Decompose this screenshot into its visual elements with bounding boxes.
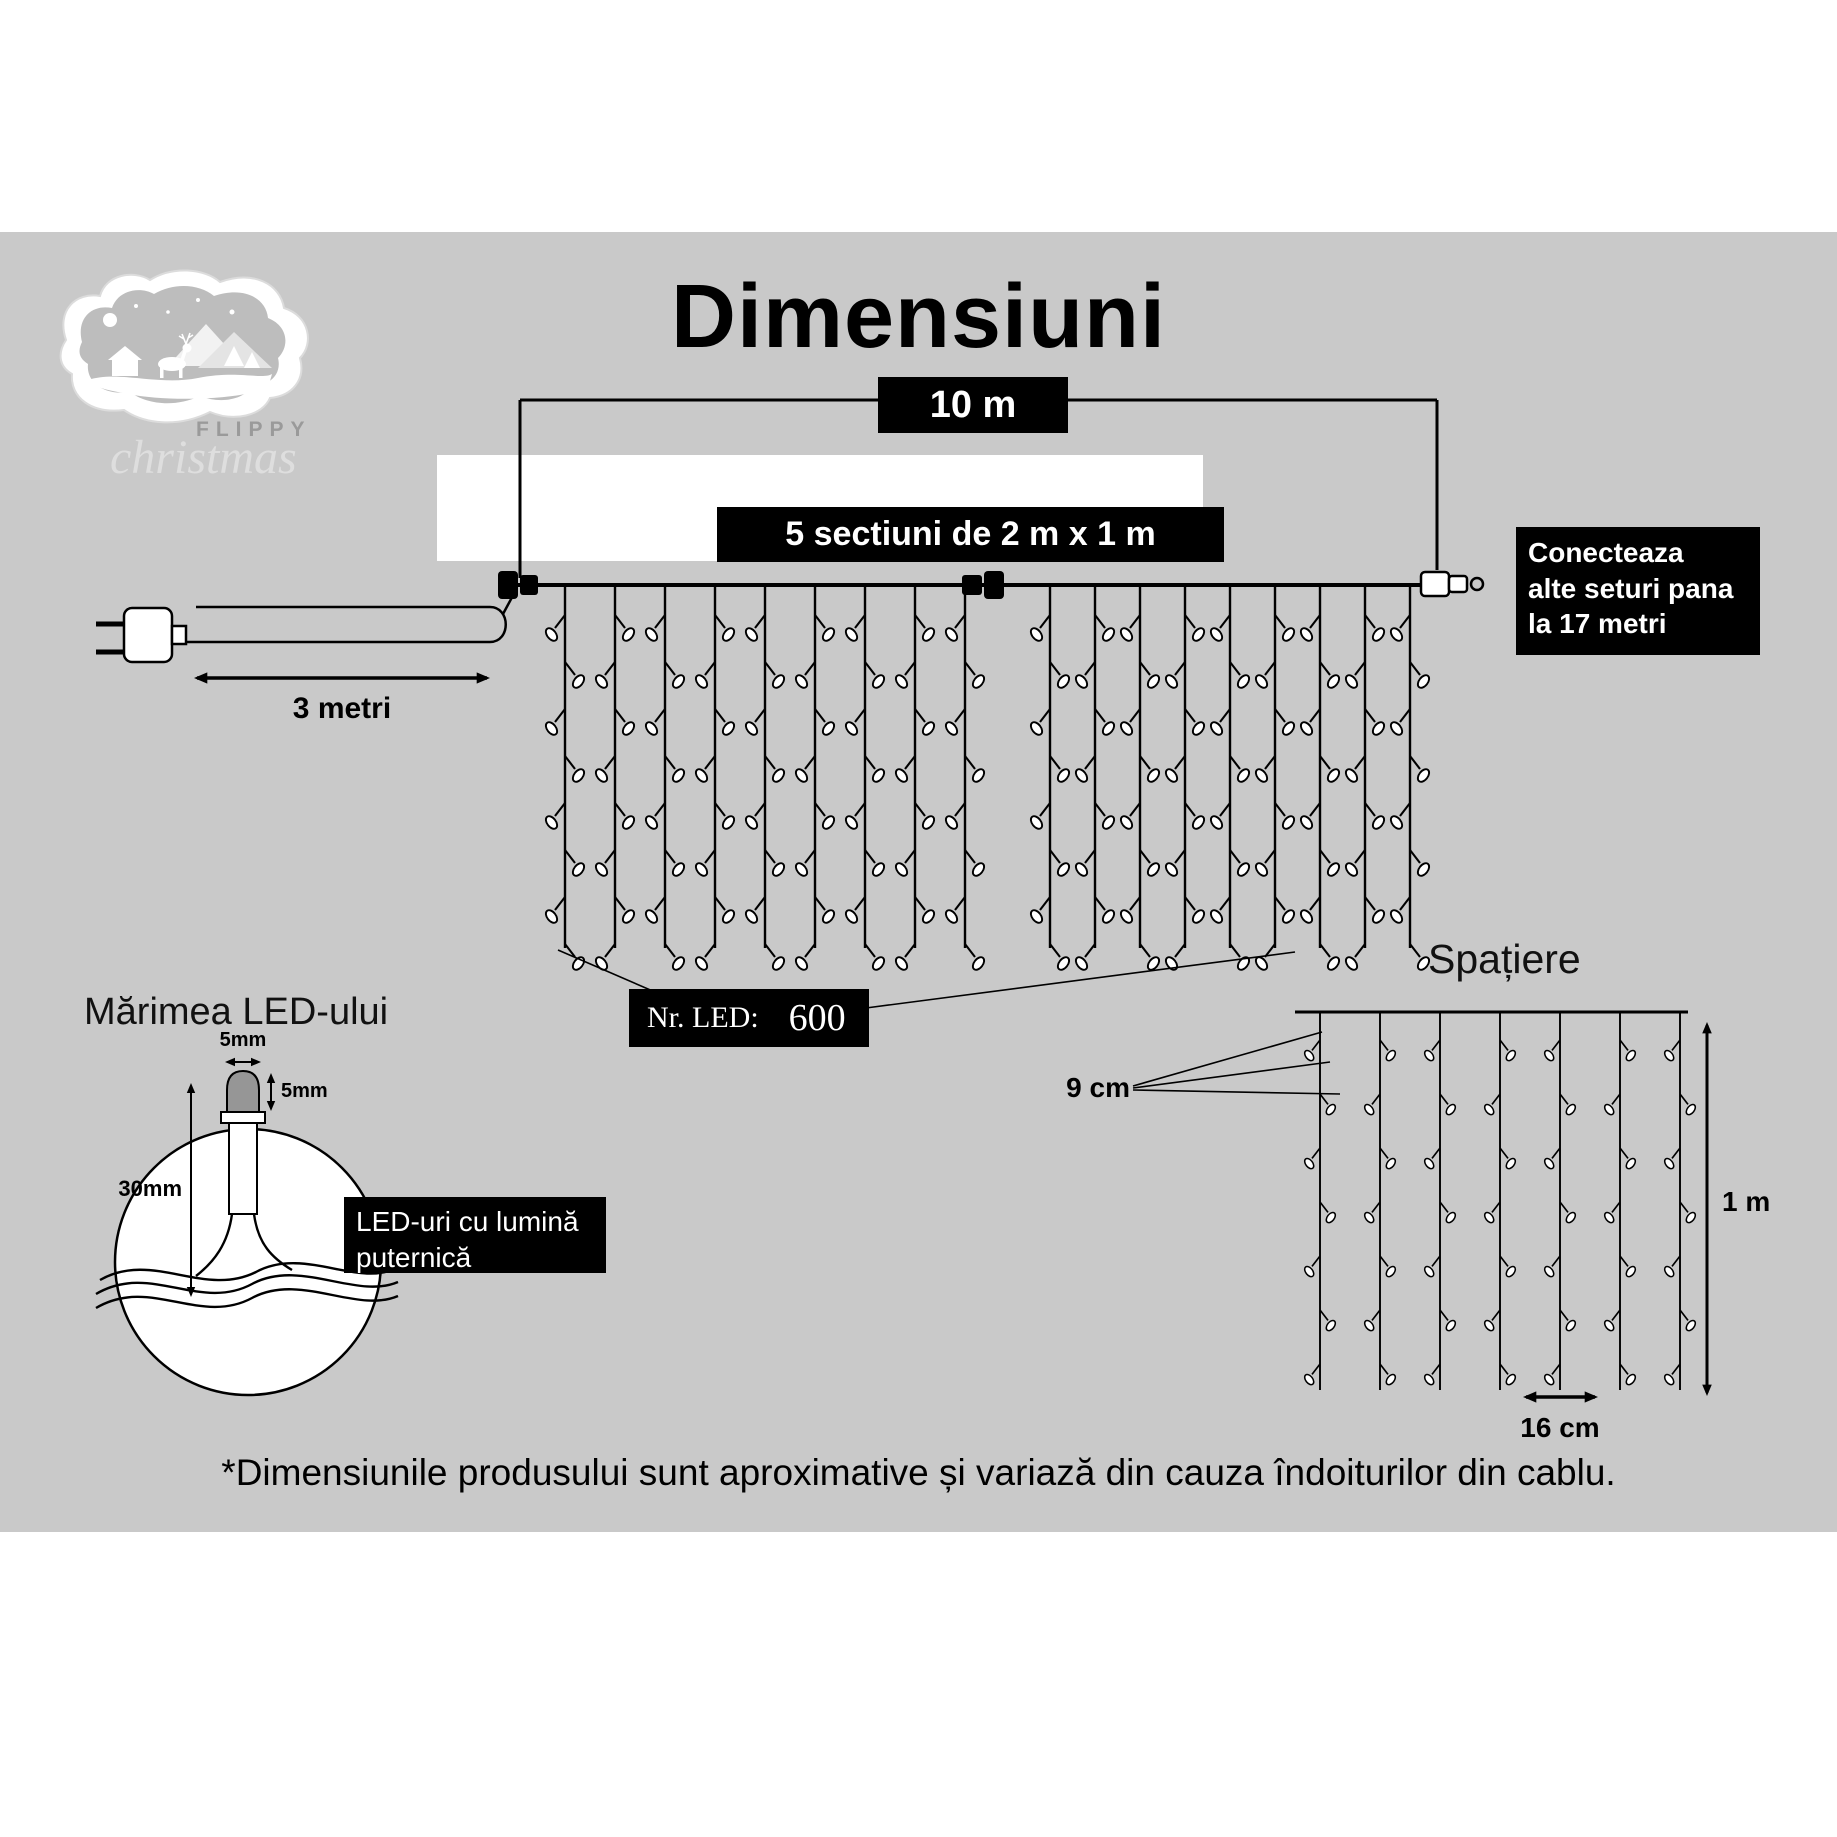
led-string bbox=[1254, 585, 1296, 971]
led-string bbox=[744, 585, 786, 971]
spacing-pointer-lines bbox=[1132, 1031, 1341, 1095]
lead-length-label: 3 metri bbox=[292, 692, 392, 725]
bulb-height-label: 5mm bbox=[281, 1080, 328, 1102]
led-string bbox=[1119, 585, 1161, 971]
horizontal-spacing-label: 9 cm bbox=[1066, 1072, 1130, 1103]
led-string bbox=[694, 585, 736, 971]
measurement-arrows bbox=[186, 672, 1712, 1403]
deer-icon bbox=[158, 332, 194, 378]
curtain-section-right bbox=[1029, 585, 1431, 971]
led-string bbox=[1363, 1012, 1397, 1390]
led-string bbox=[1074, 585, 1116, 971]
led-string bbox=[644, 585, 686, 971]
bulb-width-label: 5mm bbox=[219, 1029, 267, 1051]
led-count-value: 600 bbox=[788, 997, 846, 1039]
wire-connector-left bbox=[498, 571, 538, 599]
led-string bbox=[1299, 585, 1341, 971]
drop-height-arrow bbox=[1702, 1022, 1712, 1396]
spacing-diagram-strings bbox=[1303, 1012, 1697, 1390]
led-gap-arrow bbox=[1523, 1391, 1598, 1403]
house-icon bbox=[108, 346, 142, 376]
led-string bbox=[1303, 1012, 1337, 1390]
led-string bbox=[1164, 585, 1206, 971]
trees-icon bbox=[224, 346, 260, 368]
led-gap-label: 16 cm bbox=[1520, 1412, 1600, 1443]
bulb-height-arrow bbox=[266, 1073, 276, 1111]
led-string bbox=[1389, 585, 1431, 971]
lead-cable bbox=[186, 587, 519, 644]
led-count-pointer-lines bbox=[557, 949, 1296, 1009]
brand-christmas-text: christmas bbox=[110, 431, 297, 484]
wire-connector-middle bbox=[962, 571, 1004, 599]
led-bulb-diagram bbox=[220, 1069, 266, 1215]
page-title: Dimensiuni bbox=[670, 267, 1167, 367]
led-string bbox=[1663, 1012, 1697, 1390]
lead-length-arrow bbox=[194, 672, 490, 684]
stars-icon bbox=[134, 298, 235, 315]
led-string bbox=[1603, 1012, 1637, 1390]
flippy-christmas-logo bbox=[59, 269, 309, 424]
led-string bbox=[594, 585, 636, 971]
brand-flippy-text: FLIPPY bbox=[196, 418, 312, 441]
led-string bbox=[894, 585, 936, 971]
led-count-box: Nr. LED: 600 bbox=[629, 989, 869, 1047]
drop-height-label: 1 m bbox=[1722, 1186, 1771, 1217]
led-note-box: LED-uri cu lumină puternică bbox=[344, 1197, 606, 1273]
body-height-label: 30mm bbox=[118, 1176, 182, 1201]
led-string bbox=[844, 585, 886, 971]
led-string bbox=[544, 585, 586, 971]
power-plug-icon bbox=[96, 606, 188, 664]
moon-icon bbox=[103, 313, 117, 327]
led-string bbox=[1483, 1012, 1517, 1390]
body-height-arrow bbox=[186, 1083, 196, 1297]
led-string bbox=[1344, 585, 1386, 971]
wire-connector-end bbox=[1419, 570, 1485, 598]
spacing-title: Spațiere bbox=[1428, 936, 1581, 982]
led-size-title: Mărimea LED-ului bbox=[84, 991, 389, 1033]
footnote: *Dimensiunile produsului sunt aproximati… bbox=[221, 1452, 1616, 1493]
led-string bbox=[1029, 585, 1071, 971]
led-string bbox=[1543, 1012, 1577, 1390]
led-string bbox=[1209, 585, 1251, 971]
curtain-section-left bbox=[544, 585, 986, 971]
bulb-width-arrow bbox=[225, 1057, 261, 1067]
total-width-label: 10 m bbox=[878, 377, 1068, 433]
led-string bbox=[794, 585, 836, 971]
led-count-label: Nr. LED: bbox=[647, 1001, 759, 1034]
connect-note-box: Conecteaza alte seturi pana la 17 metri bbox=[1516, 527, 1760, 655]
led-string bbox=[944, 585, 986, 971]
led-string bbox=[1423, 1012, 1457, 1390]
sections-label: 5 sectiuni de 2 m x 1 m bbox=[717, 507, 1224, 562]
snow-ground bbox=[88, 374, 272, 399]
